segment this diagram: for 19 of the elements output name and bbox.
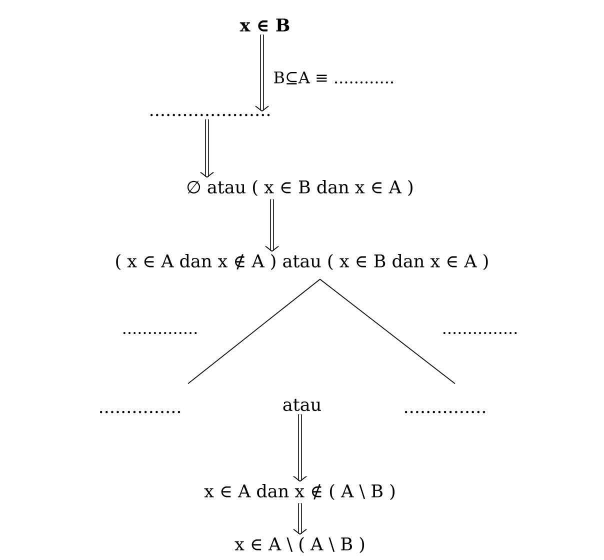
edge-label: ...............: [440, 330, 520, 336]
implication-arrow: [293, 503, 307, 535]
edge-label: ...............: [120, 330, 200, 336]
implication-arrow: [200, 119, 214, 178]
implication-arrow: [265, 199, 279, 252]
branch-line: [188, 278, 320, 384]
implication-arrow: [255, 34, 269, 112]
formula-text: ( x ∈ A dan x ∉ A ) atau ( x ∈ B dan x ∈ A ): [116, 254, 488, 270]
branch-line: [320, 278, 456, 384]
edge-label: B⊆A ≡ ............: [272, 70, 396, 86]
formula-text: x ∈ A \ ( A \ B ): [234, 537, 364, 554]
formula-text: x ∈ A dan x ∉ ( A \ B ): [204, 484, 395, 500]
formula-text: ∅ atau ( x ∈ B dan x ∈ A ): [187, 180, 412, 196]
formula-text: ...............: [100, 410, 180, 414]
formula-text: atau: [283, 398, 321, 412]
formula-text: ...............: [404, 410, 486, 414]
formula-text: ......................: [150, 114, 270, 116]
implication-arrow: [293, 414, 307, 482]
formula-text: x ∈ B: [240, 18, 290, 32]
